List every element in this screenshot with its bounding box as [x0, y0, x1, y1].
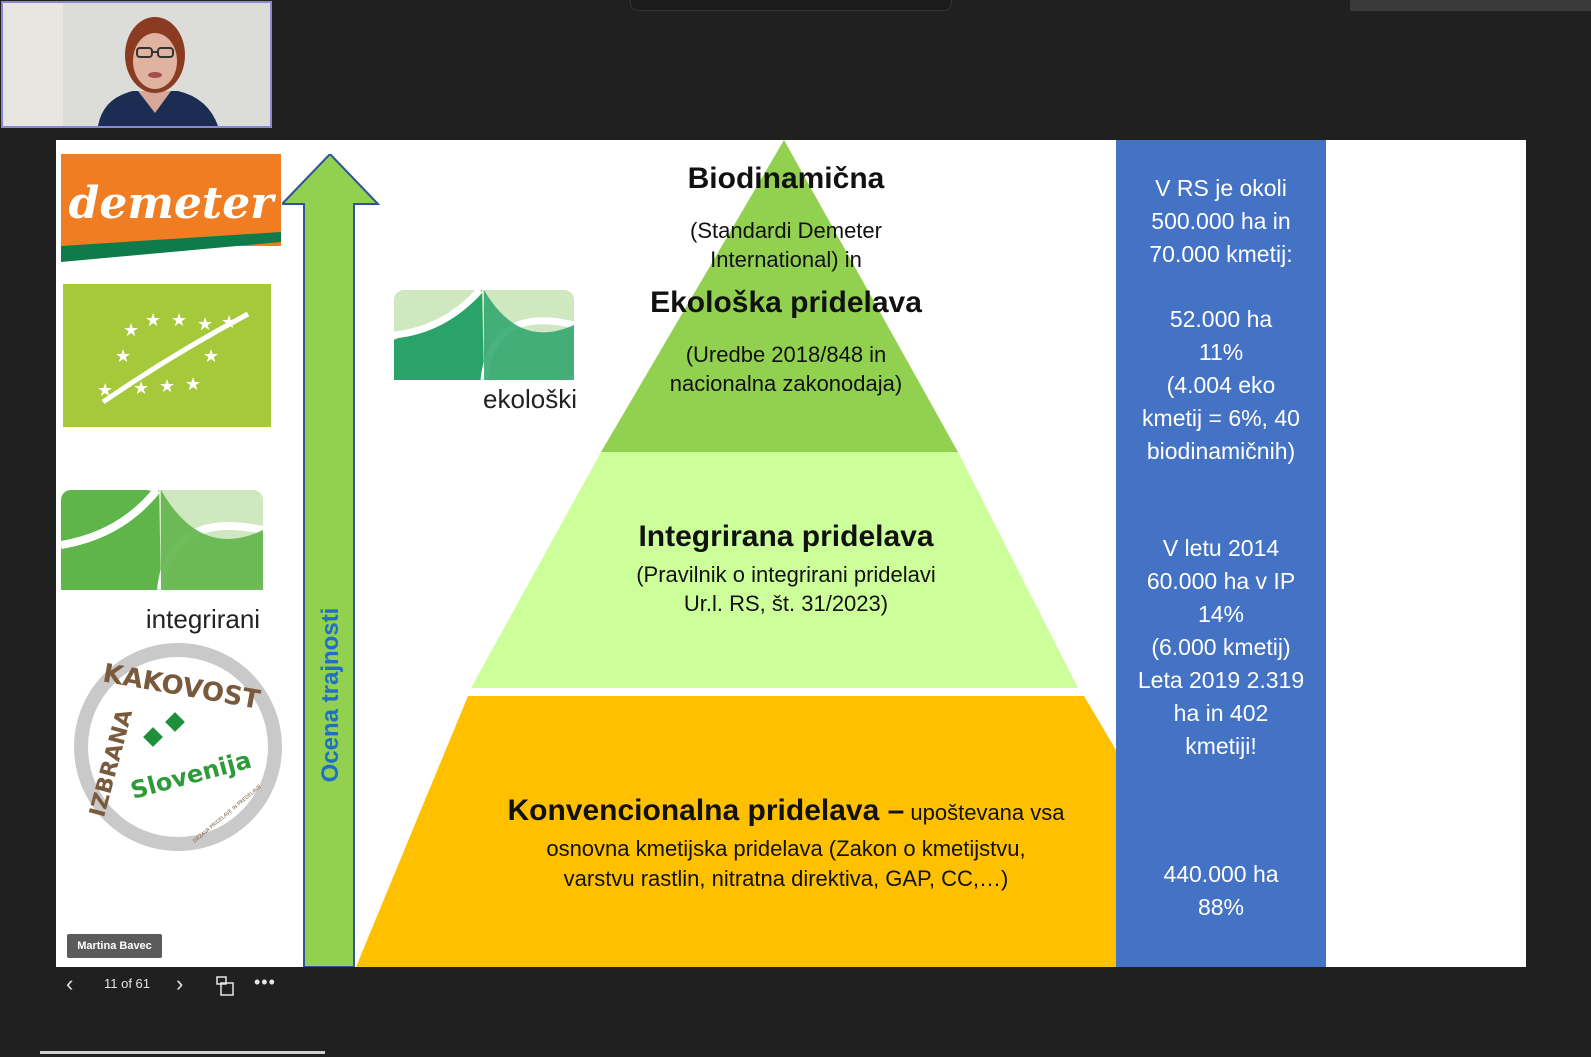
slide-controls: ‹ 11 of 61 › •••	[56, 972, 316, 1002]
tier-middle-title: Integrirana pridelava	[638, 520, 934, 553]
stat-eco-4: kmetij = 6%, 40	[1142, 405, 1300, 431]
svg-text:★: ★	[203, 346, 219, 367]
tier-top-sub2-line1: (Uredbe 2018/848 in	[685, 342, 887, 367]
production-pyramid	[356, 140, 1116, 967]
speaker-name-tag: Martina Bavec	[67, 934, 162, 958]
tier-top-title-biodynamic: Biodinamična	[687, 162, 885, 195]
demeter-logo: demeter	[61, 154, 283, 266]
svg-text:ekološki: ekološki	[483, 384, 577, 414]
svg-text:★: ★	[145, 310, 161, 331]
top-right-bar	[1350, 0, 1591, 11]
svg-text:★: ★	[115, 346, 131, 367]
stat-eco-3: (4.004 eko	[1166, 372, 1276, 398]
integrirani-logo: integrirani	[60, 487, 271, 640]
stat-ip-3: 14%	[1197, 601, 1245, 627]
pyramid-tier-integrated	[471, 452, 1078, 688]
pyramid-tier-organic	[601, 140, 958, 452]
bottom-divider	[40, 1051, 325, 1054]
tier-top-sub1-line2: International) in	[710, 247, 862, 272]
stat-ip-4: (6.000 kmetij)	[1151, 634, 1291, 660]
tier-top-sub1-line1: (Standardi Demeter	[690, 218, 882, 243]
tier-top-title-organic: Ekološka pridelava	[650, 286, 922, 319]
participant-video-image	[3, 3, 270, 126]
svg-text:integrirani: integrirani	[146, 604, 260, 634]
page-indicator: 11 of 61	[104, 976, 151, 991]
pyramid-tier-conventional	[356, 696, 1116, 967]
svg-text:★: ★	[133, 378, 149, 399]
chevron-left-icon[interactable]: ‹	[66, 971, 74, 996]
stat-conv-2: 88%	[1197, 894, 1245, 920]
tier-bottom-title: Konvencionalna pridelava –	[507, 794, 905, 827]
svg-text:★: ★	[197, 314, 213, 335]
tier-bottom-title-line: Konvencionalna pridelava – upoštevana vs…	[436, 794, 1136, 828]
statistics-panel: V RS je okoli 500.000 ha in 70.000 kmeti…	[1116, 140, 1326, 967]
stat-eco-2: 11%	[1198, 339, 1244, 365]
stat-intro-3: 70.000 kmetij:	[1149, 241, 1293, 267]
ekoloski-logo: ekološki	[393, 287, 580, 415]
tier-bottom-line2: osnovna kmetijska pridelava (Zakon o kme…	[546, 836, 1026, 861]
eu-organic-logo: ★★★ ★★★ ★★★ ★★	[63, 284, 271, 427]
slides-grid-icon[interactable]	[216, 976, 234, 996]
stat-eco-5: biodinamičnih)	[1146, 438, 1296, 464]
stat-ip-6: ha in 402	[1173, 700, 1269, 726]
stat-intro-1: V RS je okoli	[1155, 175, 1287, 201]
stat-ip-1: V letu 2014	[1162, 535, 1280, 561]
stat-ip-7: kmetiji!	[1185, 733, 1257, 759]
svg-text:demeter: demeter	[69, 178, 277, 229]
presentation-slide: demeter ★★★ ★★★ ★★★ ★★ integrirani	[56, 140, 1526, 967]
stat-eco-1: 52.000 ha	[1169, 306, 1273, 332]
tier-middle-sub-line1: (Pravilnik o integrirani pridelavi	[636, 562, 936, 587]
more-options-icon[interactable]: •••	[254, 972, 276, 992]
stat-intro-2: 500.000 ha in	[1151, 208, 1291, 234]
tier-bottom-line3: varstvu rastlin, nitratna direktiva, GAP…	[563, 866, 1009, 891]
stat-ip-2: 60.000 ha v IP	[1146, 568, 1296, 594]
tier-bottom-title-rest: upoštevana vsa	[904, 800, 1065, 825]
tier-middle-sub-line2: Ur.l. RS, št. 31/2023)	[683, 591, 889, 616]
svg-text:★: ★	[123, 320, 139, 341]
svg-text:★: ★	[159, 376, 175, 397]
participant-video[interactable]	[1, 1, 272, 128]
svg-text:★: ★	[185, 374, 201, 395]
sustainability-arrow	[282, 154, 381, 967]
meeting-top-bar	[630, 0, 952, 11]
tier-top-sub2-line2: nacionalna zakonodaja)	[669, 371, 903, 396]
izbrana-kakovost-logo: KAKOVOST IZBRANA Slovenija DRŽAVA PRIDEL…	[68, 635, 292, 855]
stat-ip-5: Leta 2019 2.319	[1137, 667, 1305, 693]
stat-conv-1: 440.000 ha	[1163, 861, 1279, 887]
chevron-right-icon[interactable]: ›	[176, 971, 184, 996]
svg-text:★: ★	[171, 310, 187, 331]
